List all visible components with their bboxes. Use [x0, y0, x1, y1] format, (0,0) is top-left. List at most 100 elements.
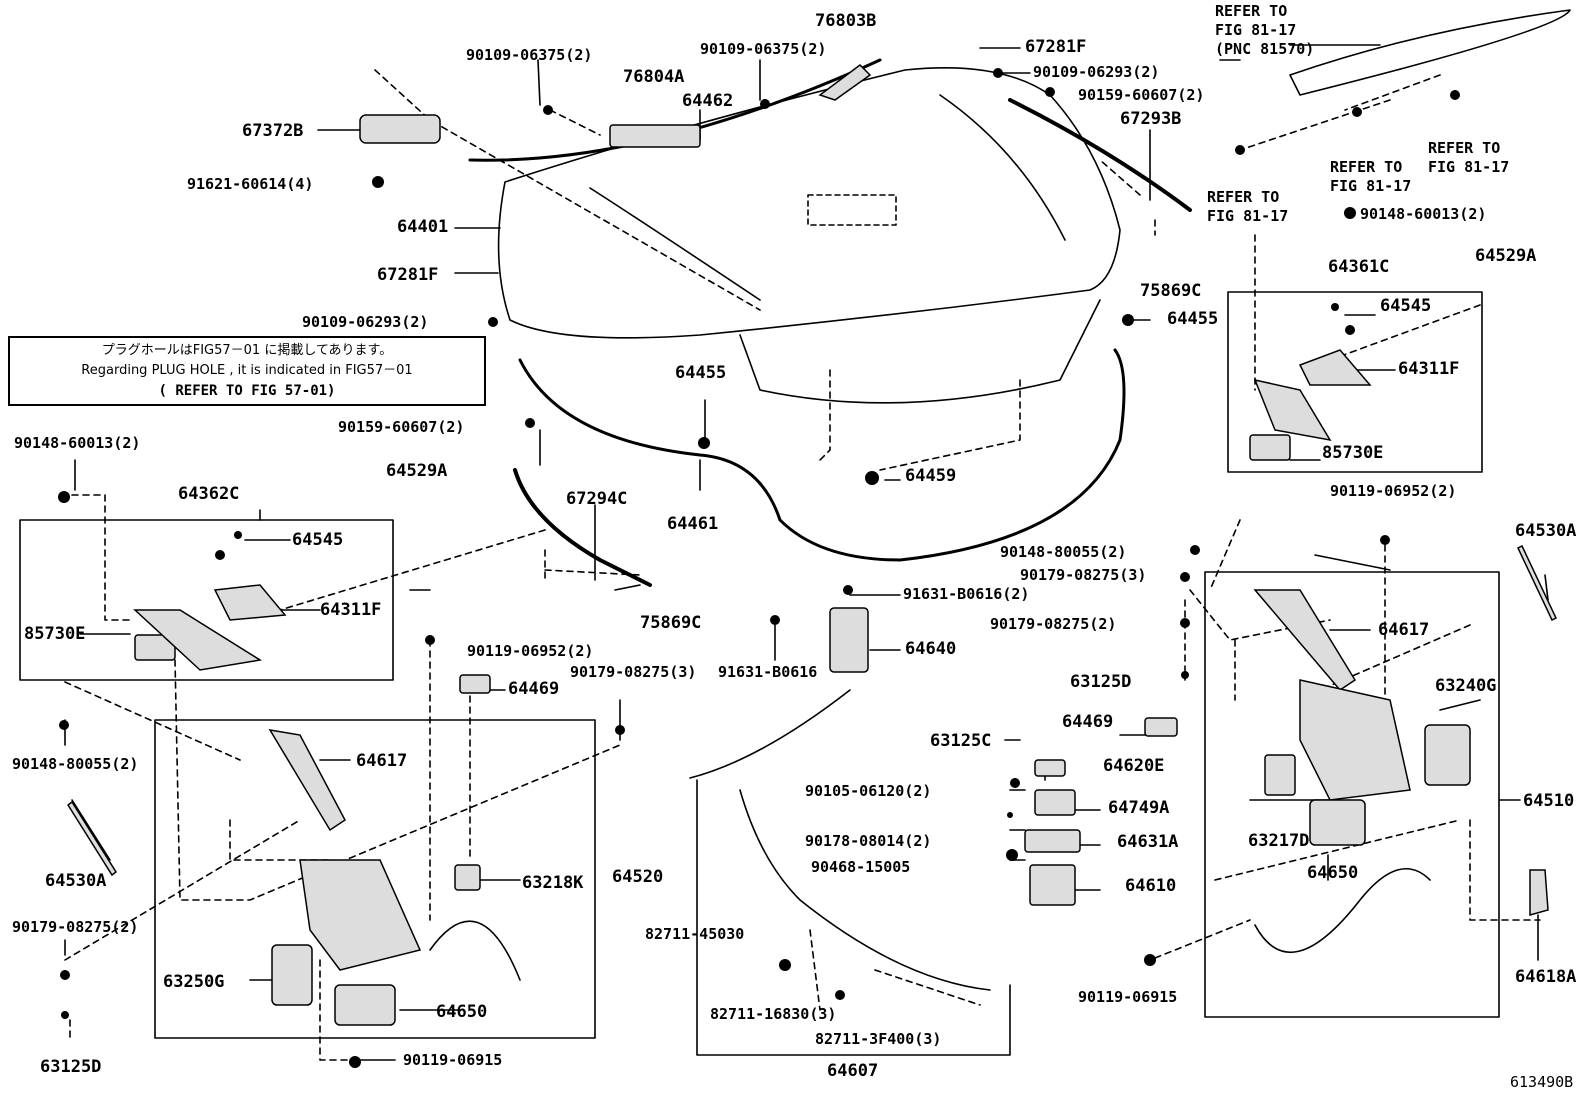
strut-64530A-right: [1517, 544, 1557, 622]
label-82711-16830: 82711-16830(3): [710, 1005, 837, 1023]
label-64545-left: 64545: [292, 530, 344, 550]
latch-64361C: [1253, 378, 1332, 442]
label-64462: 64462: [682, 91, 734, 111]
label-63250G: 63250G: [163, 972, 225, 992]
label-64311F-right: 64311F: [1398, 359, 1460, 379]
label-90468-15005: 90468-15005: [811, 858, 911, 876]
label-67293B: 67293B: [1120, 109, 1182, 129]
label-90178-08014: 90178-08014(2): [805, 832, 932, 850]
spoiler: [1289, 9, 1571, 96]
note-line-jp: プラグホールはFIG57－01 に掲載してあります。: [101, 343, 393, 358]
label-76804A: 76804A: [623, 67, 685, 87]
label-64520: 64520: [612, 867, 664, 887]
label-64617-right: 64617: [1378, 620, 1430, 640]
label-64610: 64610: [1125, 876, 1177, 896]
label-64510: 64510: [1523, 791, 1575, 811]
label-76803B: 76803B: [815, 11, 877, 31]
lock-64510: [1299, 679, 1411, 801]
box-64362C: [19, 519, 394, 681]
label-90119-06915-left: 90119-06915: [403, 1051, 503, 1069]
refer-to-fig-81-17-c: REFER TO FIG 81-17: [1207, 188, 1289, 225]
label-90109-06375-b: 90109-06375(2): [700, 40, 827, 58]
label-90148-60013-left: 90148-60013(2): [14, 434, 141, 452]
label-63125C: 63125C: [930, 731, 992, 751]
label-90179-08275-mid: 90179-08275(3): [570, 663, 697, 681]
latch-64362C: [133, 609, 263, 671]
note-line-en: Regarding PLUG HOLE , it is indicated in…: [81, 363, 413, 378]
label-85730E-left: 85730E: [24, 624, 86, 644]
label-64459: 64459: [905, 466, 957, 486]
part-64640: [829, 607, 869, 673]
label-64362C: 64362C: [178, 484, 240, 504]
label-64631A: 64631A: [1117, 832, 1179, 852]
label-90159-60607-top: 90159-60607(2): [1078, 86, 1205, 104]
label-91621-60614: 91621-60614(4): [187, 175, 314, 193]
arm-64617-right: [1253, 589, 1357, 691]
cable-82711-45030: [689, 689, 991, 991]
label-64529A-right: 64529A: [1475, 246, 1537, 266]
label-63125D-left: 63125D: [40, 1057, 102, 1077]
part-64610: [1029, 864, 1076, 906]
label-67372B: 67372B: [242, 121, 304, 141]
part-76804A: [609, 124, 701, 148]
label-64530A-right: 64530A: [1515, 521, 1577, 541]
refer-to-fig-81-17-pnc: REFER TO FIG 81-17 (PNC 81570): [1215, 2, 1315, 58]
part-64469-right: [1144, 717, 1178, 737]
plug-hole-note: プラグホールはFIG57－01 に掲載してあります。 Regarding PLU…: [8, 336, 486, 406]
label-90105-06120: 90105-06120(2): [805, 782, 932, 800]
motor-63250G: [271, 944, 313, 1006]
label-91631-B0616-b: 91631-B0616: [718, 663, 818, 681]
label-64530A-left: 64530A: [45, 871, 107, 891]
part-63218K: [454, 864, 481, 891]
label-64545-right: 64545: [1380, 296, 1432, 316]
part-63217D: [1264, 754, 1296, 796]
label-90109-06375-a: 90109-06375(2): [466, 46, 593, 64]
trunk-lid-crease: [589, 187, 761, 301]
refer-to-fig-81-17-a: REFER TO FIG 81-17: [1330, 158, 1412, 195]
figure-code: 613490B: [1510, 1073, 1574, 1091]
bracket-64618A: [1529, 869, 1549, 916]
label-64749A: 64749A: [1108, 798, 1170, 818]
plug-hole-box: [807, 194, 897, 226]
cable-left: [429, 920, 521, 981]
part-76803B: [818, 64, 872, 101]
part-64631A: [1024, 829, 1081, 853]
label-67281F-left: 67281F: [377, 265, 439, 285]
label-91631-B0616-a: 91631-B0616(2): [903, 585, 1030, 603]
label-90119-06952-right: 90119-06952(2): [1330, 482, 1457, 500]
note-line-refer: ( REFER TO FIG 57-01): [158, 383, 336, 399]
lock-64520: [299, 859, 422, 971]
label-90109-06293-top: 90109-06293(2): [1033, 63, 1160, 81]
label-90148-80055-right: 90148-80055(2): [1000, 543, 1127, 561]
label-63125D-right: 63125D: [1070, 672, 1132, 692]
label-64469-right: 64469: [1062, 712, 1114, 732]
bracket-64607: [696, 779, 1011, 1056]
arm-64617-left: [268, 728, 346, 832]
label-64650-left: 64650: [436, 1002, 488, 1022]
part-64749A: [1034, 789, 1076, 816]
label-67294C: 67294C: [566, 489, 628, 509]
label-64529A-left: 64529A: [386, 461, 448, 481]
label-90148-60013-right: 90148-60013(2): [1360, 205, 1487, 223]
label-64361C: 64361C: [1328, 257, 1390, 277]
label-90179-08275-r2: 90179-08275(2): [990, 615, 1117, 633]
label-64461: 64461: [667, 514, 719, 534]
label-63217D: 63217D: [1248, 831, 1310, 851]
box-64510: [1204, 571, 1500, 1018]
label-90109-06293-left: 90109-06293(2): [302, 313, 429, 331]
label-75869C-left: 75869C: [640, 613, 702, 633]
hinge-67293B: [1008, 98, 1192, 212]
label-64469-left: 64469: [508, 679, 560, 699]
label-90119-06952-left: 90119-06952(2): [467, 642, 594, 660]
label-90148-80055-left: 90148-80055(2): [12, 755, 139, 773]
label-64650-right: 64650: [1307, 863, 1359, 883]
label-64640: 64640: [905, 639, 957, 659]
label-64607: 64607: [827, 1061, 879, 1081]
label-67281F-top: 67281F: [1025, 37, 1087, 57]
motor-63240G: [1424, 724, 1471, 786]
trunk-lid-inner: [739, 299, 1101, 404]
box-64520: [154, 719, 596, 1039]
label-63218K: 63218K: [522, 873, 584, 893]
refer-to-fig-81-17-b: REFER TO FIG 81-17: [1428, 139, 1510, 176]
